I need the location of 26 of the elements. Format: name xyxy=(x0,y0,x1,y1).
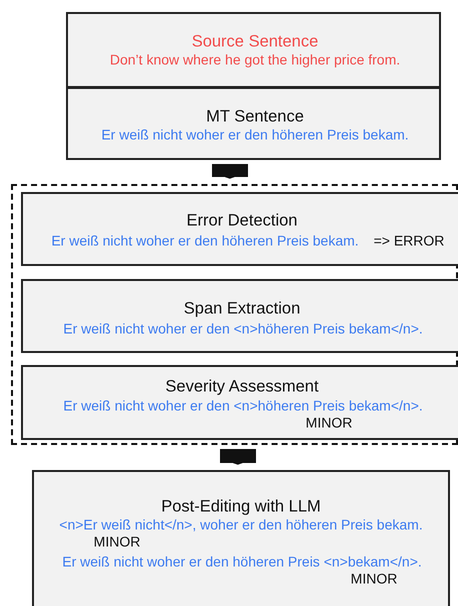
severity-label: MINOR xyxy=(350,570,398,588)
process-box xyxy=(32,470,450,606)
severity-label: MINOR xyxy=(306,414,352,432)
sentence-text: <n>Er weiß nicht</n>, woher er den höheren Preis bekam. xyxy=(59,516,423,534)
step-box xyxy=(21,192,458,266)
sentence-text: Er weiß nicht woher er den höheren Preis <n>bekam</n>. xyxy=(62,554,422,570)
step-title: Source Sentence xyxy=(192,34,318,50)
sentence-text: Er weiß nicht woher er den höheren Preis bekam. xyxy=(101,126,409,144)
block-arrow xyxy=(220,449,256,465)
severity-label: => ERROR xyxy=(374,232,444,250)
step-title: MT Sentence xyxy=(206,108,304,126)
step-title: Post-Editing with LLM xyxy=(161,498,321,516)
sentence-text: Er weiß nicht woher er den <n>höheren Preis bekam</n>. xyxy=(63,320,423,338)
step-title: Error Detection xyxy=(186,212,298,230)
step-box xyxy=(21,279,458,353)
sentence-text: Don’t know where he got the higher price from. xyxy=(110,52,400,68)
step-title: Severity Assessment xyxy=(165,378,319,396)
sentence-text: Er weiß nicht woher er den höheren Preis bekam. xyxy=(51,232,359,250)
dashed-group-frame xyxy=(11,184,458,445)
section-box xyxy=(66,87,441,160)
step-title: Span Extraction xyxy=(184,300,300,318)
sentence-text: Er weiß nicht woher er den <n>höheren Preis bekam</n>. xyxy=(63,398,423,414)
severity-label: MINOR xyxy=(94,534,140,550)
step-box xyxy=(21,365,458,440)
block-arrow xyxy=(212,164,248,179)
section-box xyxy=(66,12,441,88)
